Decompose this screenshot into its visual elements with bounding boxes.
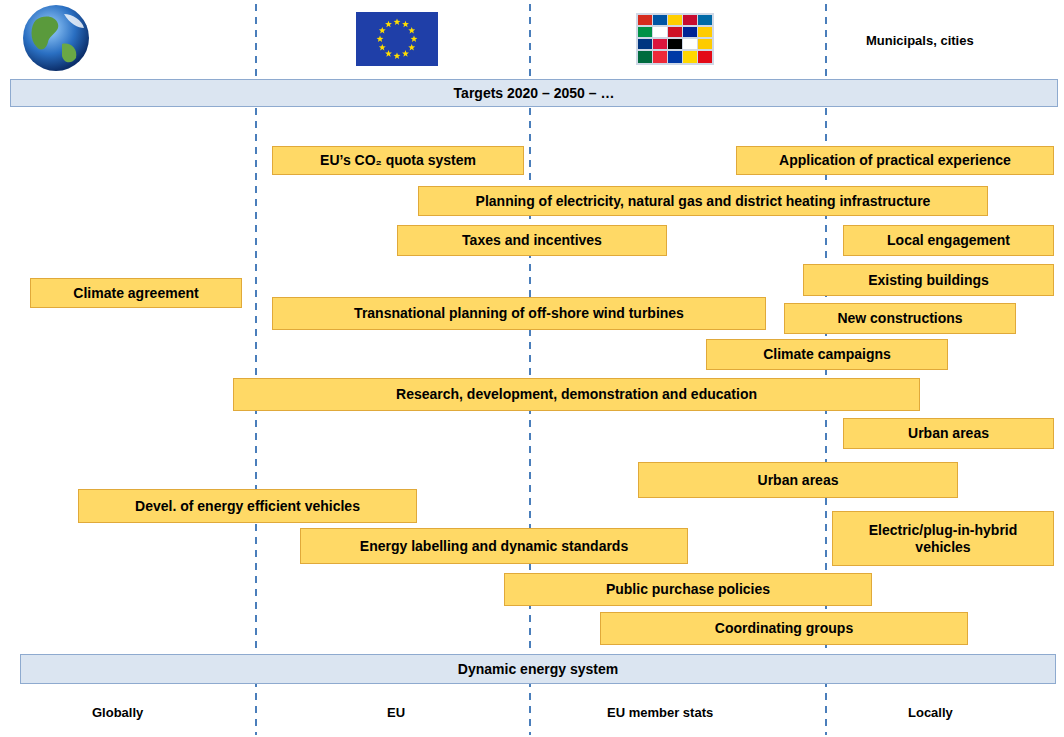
measure-box: Energy labelling and dynamic standards bbox=[300, 528, 688, 564]
measure-box: Taxes and incentives bbox=[397, 225, 667, 256]
box-text: Energy labelling and dynamic standards bbox=[360, 538, 628, 555]
box-text: Coordinating groups bbox=[715, 620, 853, 637]
measure-box: EU’s CO₂ quota system bbox=[272, 146, 524, 175]
measure-box: Existing buildings bbox=[803, 264, 1054, 296]
eu-flag-icon bbox=[356, 12, 438, 66]
box-text: Public purchase policies bbox=[606, 581, 770, 598]
flag-star bbox=[408, 44, 415, 51]
column-footer: Globally bbox=[92, 705, 143, 720]
flag-star bbox=[402, 50, 409, 57]
flags-collage-icon bbox=[636, 13, 714, 65]
measure-box: Transnational planning of off-shore wind… bbox=[272, 297, 766, 330]
box-text: Local engagement bbox=[887, 232, 1010, 249]
measure-box: Devel. of energy efficient vehicles bbox=[78, 489, 417, 523]
flag-star bbox=[408, 27, 415, 34]
box-text: Devel. of energy efficient vehicles bbox=[135, 498, 360, 515]
globe-icon bbox=[23, 5, 89, 71]
column-footer: EU bbox=[387, 705, 405, 720]
band-bar: Targets 2020 – 2050 – … bbox=[10, 79, 1058, 107]
box-text: EU’s CO₂ quota system bbox=[320, 152, 476, 169]
box-text: Planning of electricity, natural gas and… bbox=[476, 193, 931, 210]
flag-star bbox=[402, 21, 409, 28]
box-text: Taxes and incentives bbox=[462, 232, 602, 249]
column-footer: EU member stats bbox=[607, 705, 713, 720]
column-header: Municipals, cities bbox=[866, 33, 974, 48]
box-text: Dynamic energy system bbox=[458, 661, 618, 678]
column-footer: Locally bbox=[908, 705, 953, 720]
box-text: Climate agreement bbox=[73, 285, 198, 302]
flag-star bbox=[411, 35, 418, 42]
flag-star bbox=[385, 50, 392, 57]
measure-box: Urban areas bbox=[638, 462, 958, 498]
measure-box: Research, development, demonstration and… bbox=[233, 378, 920, 411]
box-text: Climate campaigns bbox=[763, 346, 891, 363]
box-text: Electric/plug-in-hybrid vehicles bbox=[841, 522, 1045, 556]
measure-box: Climate campaigns bbox=[706, 339, 948, 370]
flag-star bbox=[377, 35, 384, 42]
measure-box: Application of practical experience bbox=[736, 146, 1054, 175]
flag-star bbox=[379, 44, 386, 51]
band-bar: Dynamic energy system bbox=[20, 654, 1056, 684]
flag-star bbox=[379, 27, 386, 34]
flag-star bbox=[394, 18, 401, 25]
box-text: Existing buildings bbox=[868, 272, 989, 289]
measure-box: Public purchase policies bbox=[504, 573, 872, 606]
box-text: Research, development, demonstration and… bbox=[396, 386, 757, 403]
flag-star bbox=[385, 21, 392, 28]
box-text: Transnational planning of off-shore wind… bbox=[354, 305, 684, 322]
measure-box: Electric/plug-in-hybrid vehicles bbox=[832, 511, 1054, 566]
measure-box: Planning of electricity, natural gas and… bbox=[418, 186, 988, 216]
box-text: Urban areas bbox=[908, 425, 989, 442]
measure-box: New constructions bbox=[784, 303, 1016, 334]
measure-box: Urban areas bbox=[843, 418, 1054, 449]
flag-star bbox=[394, 52, 401, 59]
box-text: Urban areas bbox=[758, 472, 839, 489]
box-text: Application of practical experience bbox=[779, 152, 1011, 169]
measure-box: Coordinating groups bbox=[600, 612, 968, 645]
measure-box: Local engagement bbox=[843, 225, 1054, 256]
measure-box: Climate agreement bbox=[30, 278, 242, 308]
box-text: New constructions bbox=[837, 310, 962, 327]
box-text: Targets 2020 – 2050 – … bbox=[454, 85, 615, 102]
